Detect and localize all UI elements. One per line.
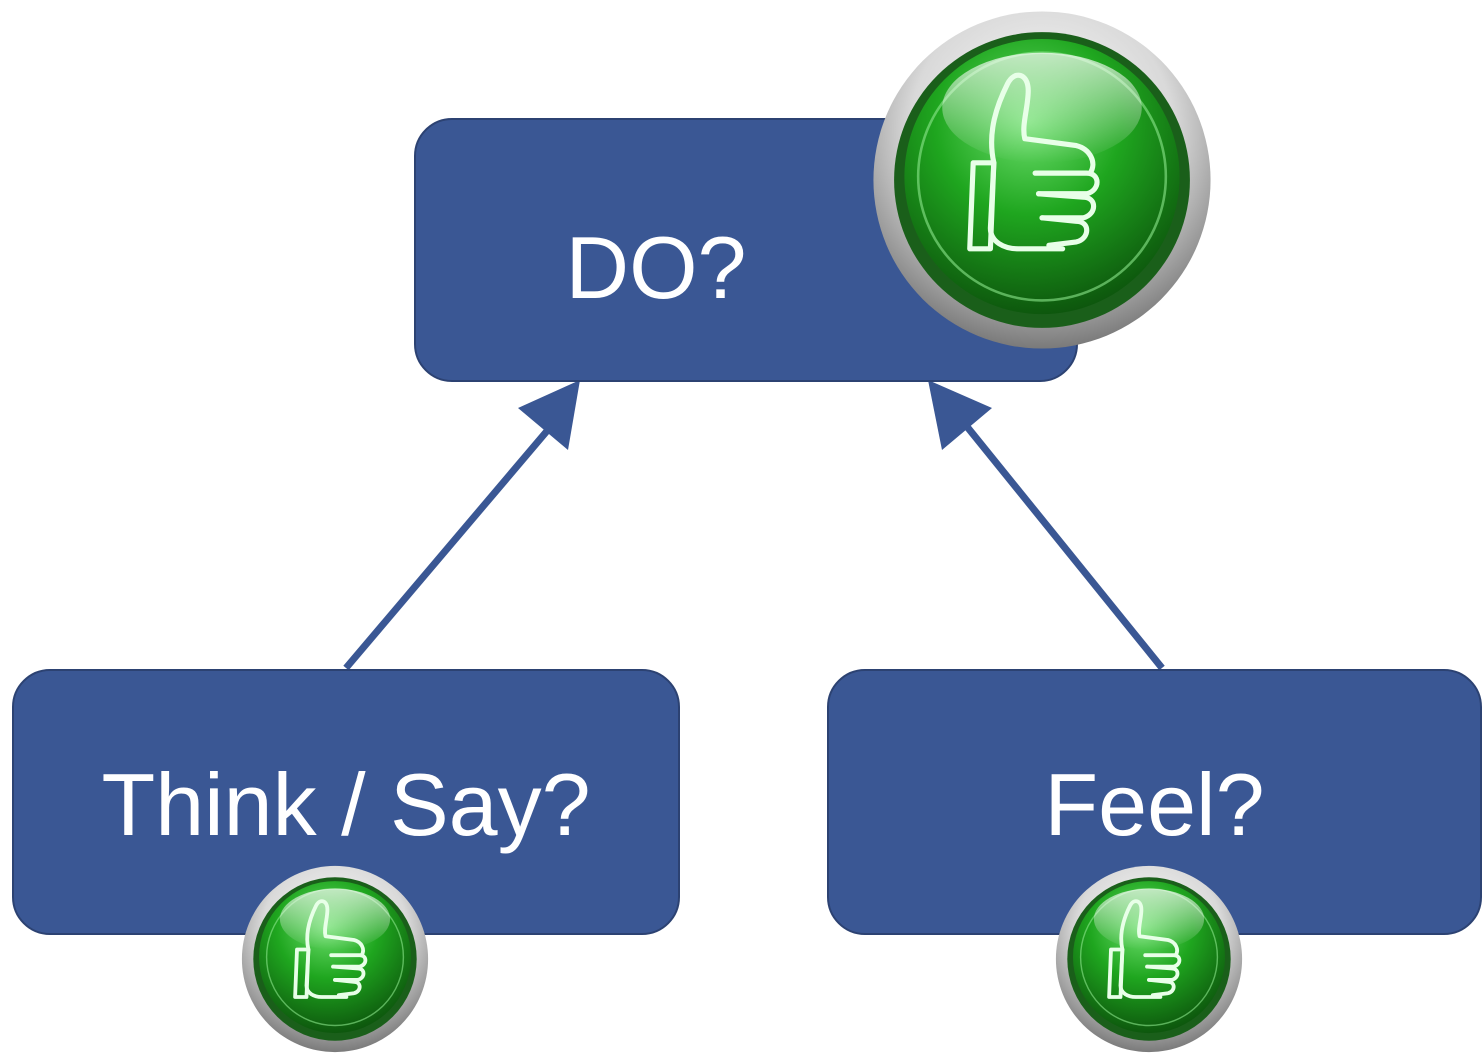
arrow-think-to-do: [343, 380, 580, 671]
arrow-feel-to-do: [928, 380, 1165, 671]
thumbs-up-icon: [873, 11, 1211, 349]
node-feel-label: Feel?: [1044, 755, 1265, 854]
thumbs-up-icon: [241, 865, 429, 1053]
node-think-say-label: Think / Say?: [101, 755, 591, 854]
node-do-label: DO?: [565, 218, 747, 317]
thumbs-up-icon: [1055, 865, 1243, 1053]
